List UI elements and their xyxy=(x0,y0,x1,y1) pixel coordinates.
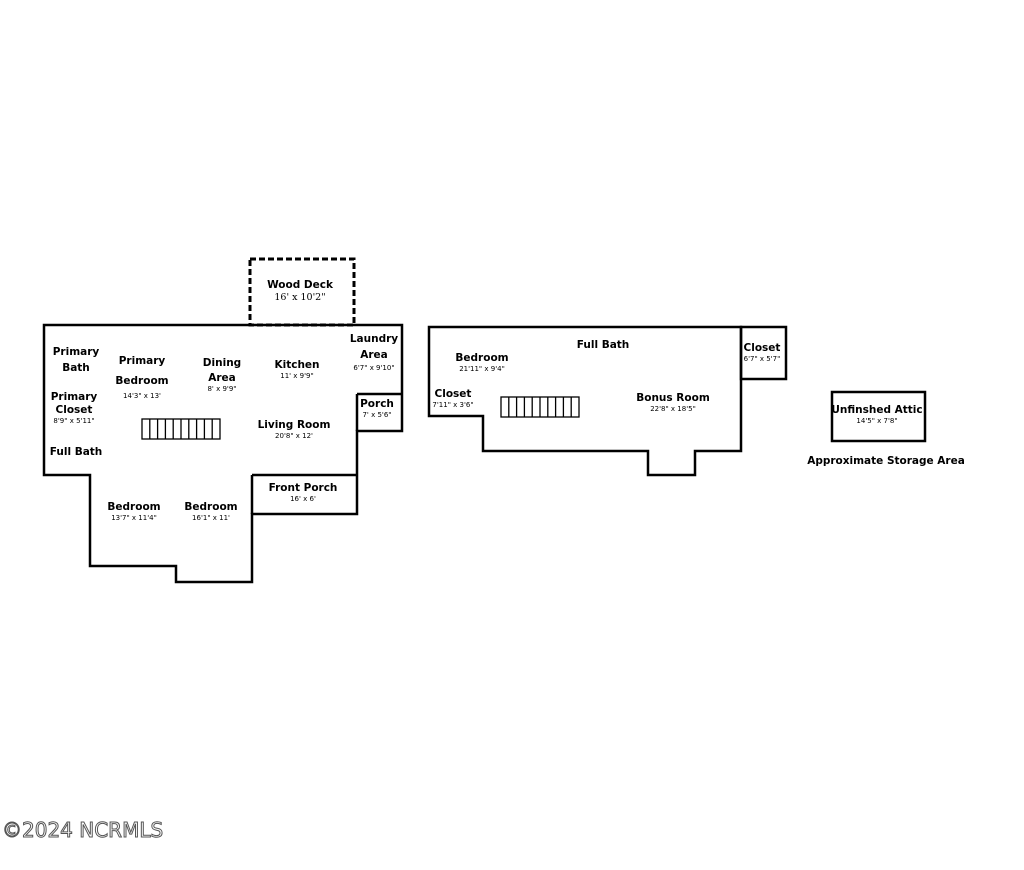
room-dimension: 7'11" x 3'6" xyxy=(432,401,474,410)
room-name: Bedroom xyxy=(455,352,509,364)
wood-deck-outline xyxy=(248,257,356,327)
room-name: Living Room xyxy=(257,419,331,431)
bonus-room-label: Bonus Room 22'8" x 18'5" xyxy=(636,392,710,414)
room-dimension: 11' x 9'9" xyxy=(280,372,314,381)
copyright-watermark: ©2024 NCRMLS xyxy=(1,818,164,843)
bedroom-1-label: Bedroom 13'7" x 11'4" xyxy=(107,501,160,523)
kitchen-label: Kitchen 11' x 9'9" xyxy=(274,359,319,381)
primary-bedroom-label: Primary Bedroom 14'3" x 13' xyxy=(115,352,168,401)
room-dimension: 21'11" x 9'4" xyxy=(459,365,505,374)
bedroom-2-label: Bedroom 16'1" x 11' xyxy=(184,501,237,523)
main-floor-stairs xyxy=(141,418,221,440)
side-closet-label: Closet 6'7" x 5'7" xyxy=(744,342,781,364)
room-name: Closet xyxy=(434,388,472,400)
upper-closet-label: Closet 7'11" x 3'6" xyxy=(432,388,473,410)
attic-label: Unfinshed Attic 14'5" x 7'8" xyxy=(831,404,922,426)
upper-full-bath-label: Full Bath xyxy=(577,339,630,352)
room-name: Primary Bedroom xyxy=(115,355,169,387)
living-room-label: Living Room 20'8" x 12' xyxy=(258,419,331,441)
room-dimension: 16' x 6' xyxy=(290,495,316,504)
room-name: Full Bath xyxy=(576,339,630,351)
dining-area-label: Dining Area 8' x 9'9" xyxy=(203,356,241,394)
upper-bedroom-label: Bedroom 21'11" x 9'4" xyxy=(455,352,508,374)
front-porch-label: Front Porch 16' x 6' xyxy=(269,482,338,504)
porch-label: Porch 7' x 5'6" xyxy=(360,398,394,420)
room-name: Wood Deck xyxy=(267,279,333,291)
room-name: Full Bath xyxy=(49,446,103,458)
room-name: Primary Bath xyxy=(52,346,100,375)
room-dimension: 6'7" x 9'10" xyxy=(353,363,395,372)
room-dimension: 14'3" x 13' xyxy=(123,391,161,400)
room-name: Bedroom xyxy=(107,501,161,513)
room-dimension: 8' x 9'9" xyxy=(207,385,237,394)
room-dimension: 20'8" x 12' xyxy=(275,432,313,441)
upper-floor-stairs xyxy=(500,396,580,418)
main-floor-outline xyxy=(42,323,404,584)
room-dimension: 16'1" x 11' xyxy=(192,514,230,523)
room-name: Front Porch xyxy=(268,482,338,494)
room-name: Bedroom xyxy=(184,501,238,513)
attic-outline xyxy=(830,390,927,443)
full-bath-label: Full Bath xyxy=(50,446,103,459)
room-name: Unfinshed Attic xyxy=(831,404,923,416)
wood-deck-label: Wood Deck 16' x 10'2" xyxy=(267,279,333,304)
room-name: Bonus Room xyxy=(636,392,710,404)
upper-floor-outline xyxy=(427,325,743,477)
room-dimension: 13'7" x 11'4" xyxy=(111,514,157,523)
room-name: Porch xyxy=(360,398,394,410)
room-name: Primary Closet xyxy=(50,391,98,416)
laundry-area-label: Laundry Area 6'7" x 9'10" xyxy=(350,332,398,372)
storage-caption: Approximate Storage Area xyxy=(807,455,965,467)
room-name: Laundry Area xyxy=(349,333,399,361)
room-name: Kitchen xyxy=(274,359,320,371)
room-dimension: 7' x 5'6" xyxy=(362,411,392,420)
room-dimension: 8'9" x 5'11" xyxy=(53,416,95,425)
room-dimension: 6'7" x 5'7" xyxy=(743,355,781,364)
room-dimension: 14'5" x 7'8" xyxy=(856,417,898,426)
primary-bath-label: Primary Bath xyxy=(53,344,100,377)
upper-closet-outline xyxy=(739,325,788,381)
primary-closet-label: Primary Closet 8'9" x 5'11" xyxy=(51,391,98,425)
room-name: Closet xyxy=(743,342,781,354)
room-name: Dining Area xyxy=(202,357,242,384)
room-dimension: 16' x 10'2" xyxy=(274,292,326,304)
room-dimension: 22'8" x 18'5" xyxy=(650,405,696,414)
